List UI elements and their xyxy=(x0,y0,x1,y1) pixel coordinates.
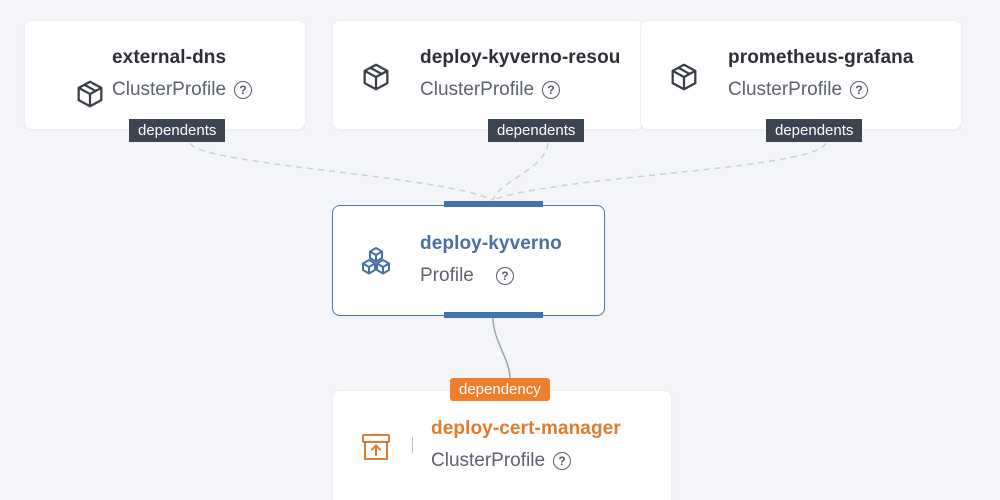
node-deploy-cert-manager[interactable]: deploy-cert-manager ClusterProfile ? xyxy=(332,390,672,500)
node-title: external-dns xyxy=(112,47,227,68)
dependents-badge: dependents xyxy=(488,119,585,142)
dependents-badge: dependents xyxy=(129,119,226,142)
node-title: deploy-kyverno xyxy=(420,233,562,254)
node-kind: ClusterProfile ? xyxy=(420,79,561,101)
node-kind-label: Profile xyxy=(420,265,474,286)
node-deploy-kyverno[interactable]: deploy-kyverno Profile ? xyxy=(332,205,605,316)
archive-upload-icon xyxy=(358,429,394,465)
dependency-badge: dependency xyxy=(450,378,550,401)
dependents-badge: dependents xyxy=(766,119,863,142)
node-kind-label: ClusterProfile xyxy=(112,79,227,100)
help-icon[interactable]: ? xyxy=(495,267,514,285)
node-kind: ClusterProfile ? xyxy=(431,450,572,472)
node-kind-label: ClusterProfile xyxy=(431,450,546,471)
node-kind-label: ClusterProfile xyxy=(728,79,843,100)
cube-icon xyxy=(667,60,701,94)
node-title: prometheus-grafana xyxy=(728,47,914,68)
node-external-dns[interactable]: external-dns ClusterProfile ? xyxy=(24,20,306,130)
connection-handle-bottom[interactable] xyxy=(444,312,543,318)
help-icon[interactable]: ? xyxy=(553,452,572,470)
node-kind-label: ClusterProfile xyxy=(420,79,535,100)
node-title: deploy-kyverno-resou xyxy=(420,47,621,68)
cube-icon xyxy=(73,77,107,111)
node-kind: ClusterProfile ? xyxy=(728,79,869,101)
edge-external-dns-to-deploy-kyverno xyxy=(189,142,494,201)
cube-icon xyxy=(359,60,393,94)
cubes-stack-icon xyxy=(358,244,394,280)
connection-handle-top[interactable] xyxy=(444,201,543,207)
help-icon[interactable]: ? xyxy=(542,81,561,99)
node-kind: Profile ? xyxy=(420,265,514,287)
help-icon[interactable]: ? xyxy=(850,81,869,99)
node-deploy-kyverno-resources[interactable]: deploy-kyverno-resou ClusterProfile ? xyxy=(332,20,644,130)
node-kind: ClusterProfile ? xyxy=(112,79,253,101)
edge-deploy-kyverno-to-deploy-cert-manager xyxy=(492,317,511,379)
node-title: deploy-cert-manager xyxy=(431,418,621,439)
node-prometheus-grafana[interactable]: prometheus-grafana ClusterProfile ? xyxy=(640,20,962,130)
separator xyxy=(412,437,413,453)
edge-prometheus-grafana-to-deploy-kyverno xyxy=(492,142,827,201)
help-icon[interactable]: ? xyxy=(234,81,253,99)
edge-deploy-kyverno-resources-to-deploy-kyverno xyxy=(492,142,549,201)
